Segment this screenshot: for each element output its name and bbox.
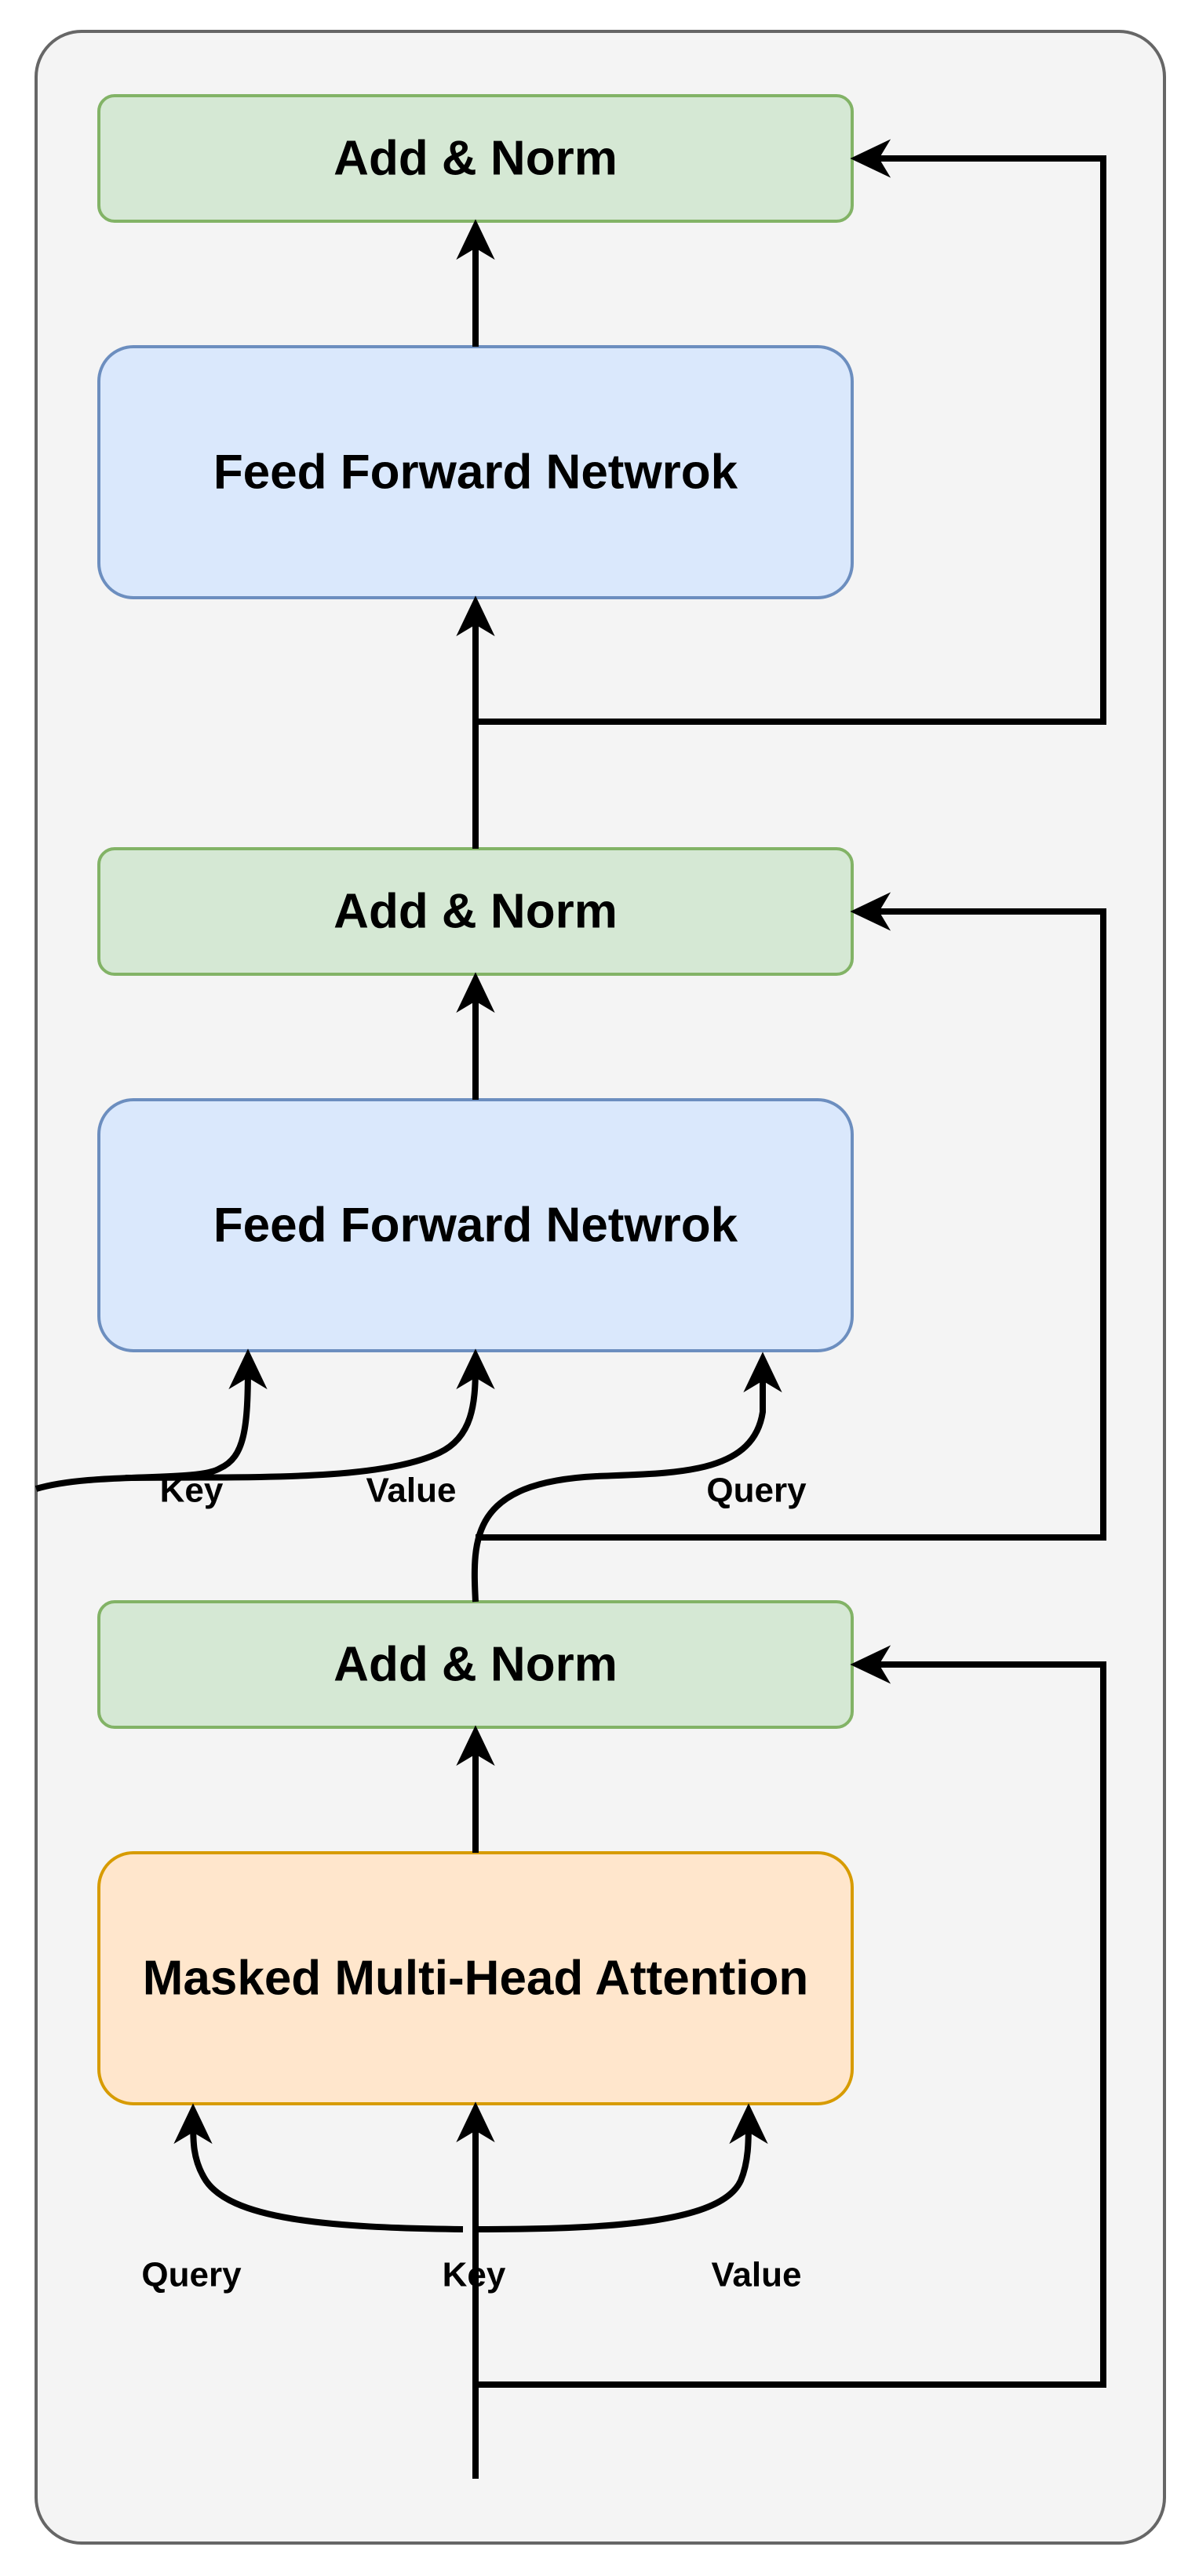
add-norm-top-label: Add & Norm bbox=[333, 132, 618, 186]
encoder-value-input-line bbox=[125, 1364, 479, 1481]
arrow-up-icon bbox=[743, 1352, 782, 1393]
encoder-key-input-line bbox=[35, 1364, 251, 1492]
middle-value-label: Value bbox=[366, 1472, 457, 1510]
arrow-up-icon bbox=[456, 972, 495, 1013]
add-norm-bottom-label: Add & Norm bbox=[333, 1638, 618, 1692]
query-branch-line bbox=[190, 2119, 464, 2232]
middle-query-label: Query bbox=[706, 1472, 807, 1510]
arrow-left-icon bbox=[850, 139, 891, 178]
arrow-left-icon bbox=[850, 1645, 891, 1684]
arrow-up-icon bbox=[456, 595, 495, 637]
bottom-value-label: Value bbox=[712, 2256, 802, 2294]
bottom-key-label: Key bbox=[443, 2256, 506, 2294]
arrow-left-icon bbox=[850, 892, 891, 931]
masked-attention-block: Masked Multi-Head Attention bbox=[97, 1851, 854, 2105]
arrow-up-icon bbox=[228, 1348, 268, 1390]
arrow-up-icon bbox=[456, 1725, 495, 1766]
arrow-up-icon bbox=[456, 2101, 495, 2143]
arrow-up-icon bbox=[456, 219, 495, 260]
add-norm-middle-label: Add & Norm bbox=[333, 885, 618, 939]
residual-connection-top bbox=[476, 155, 1106, 725]
residual-connection-bottom bbox=[476, 1661, 1106, 2388]
arrow-up-icon bbox=[456, 1348, 495, 1390]
middle-key-label: Key bbox=[160, 1472, 224, 1510]
arrow-up-icon bbox=[173, 2103, 213, 2145]
add-norm-block-middle: Add & Norm bbox=[97, 847, 854, 976]
feed-forward-middle-label: Feed Forward Netwrok bbox=[213, 1199, 738, 1253]
value-branch-line bbox=[475, 2119, 752, 2232]
feed-forward-block-middle: Feed Forward Netwrok bbox=[97, 1098, 854, 1352]
masked-attention-label: Masked Multi-Head Attention bbox=[143, 1952, 809, 2006]
query-input-line bbox=[471, 1368, 766, 1603]
residual-connection-middle bbox=[476, 908, 1106, 1541]
bottom-query-label: Query bbox=[141, 2256, 242, 2294]
arrow-up-icon bbox=[729, 2103, 768, 2145]
feed-forward-block-top: Feed Forward Netwrok bbox=[97, 345, 854, 599]
feed-forward-top-label: Feed Forward Netwrok bbox=[213, 446, 738, 500]
add-norm-block-bottom: Add & Norm bbox=[97, 1600, 854, 1729]
add-norm-block-top: Add & Norm bbox=[97, 94, 854, 223]
